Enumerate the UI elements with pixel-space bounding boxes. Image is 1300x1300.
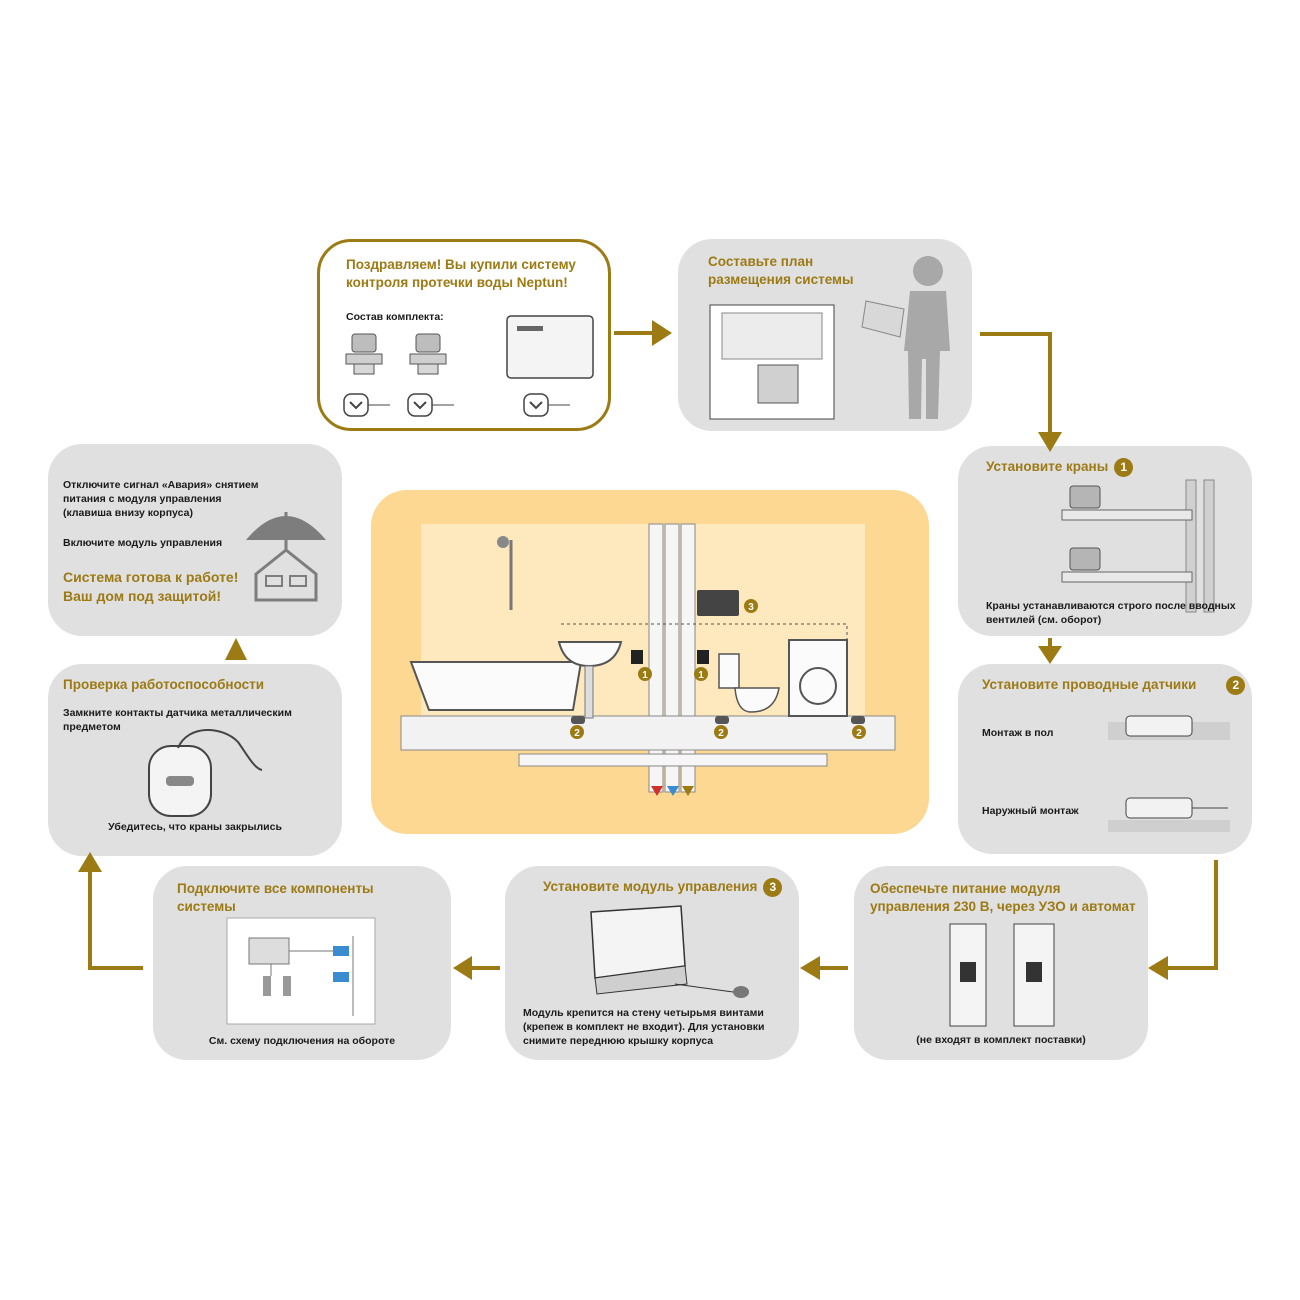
- module-step-number: 3: [763, 878, 783, 897]
- washing-machine-icon: [788, 639, 848, 717]
- module-note: Модуль крепится на стену четырьмя винтам…: [523, 1007, 765, 1047]
- valve-icon: [1061, 485, 1193, 521]
- bathroom-scene: 1 1 2 2 2 3: [371, 490, 929, 834]
- valves-title: Установите краны 1: [986, 458, 1134, 477]
- scene-label: 3: [748, 602, 754, 613]
- sensor-icon: [523, 393, 570, 417]
- module-title-text: Установите модуль управления: [543, 879, 758, 895]
- scene-valve: [631, 650, 709, 664]
- scene-label: 2: [574, 728, 580, 739]
- valve-icon: [409, 333, 447, 375]
- step-ready-card: Отключите сигнал «Авария» снятием питани…: [48, 444, 342, 636]
- scene-numbers: 1 1 2 2 2 3: [570, 599, 866, 739]
- sensors-illustration: [1108, 715, 1230, 832]
- circuit-breaker-icon: [1013, 923, 1055, 1027]
- toilet-icon: [718, 653, 780, 713]
- plan-illustration: [709, 256, 950, 420]
- shower-icon: [497, 536, 513, 610]
- control-module-icon: [697, 590, 739, 616]
- valves-title-text: Установите краны: [986, 459, 1109, 475]
- sensors-title-text: Установите проводные датчики: [982, 677, 1197, 693]
- step-connect-card: Подключите все компоненты системы См. сх…: [153, 866, 451, 1060]
- sensor-icon: [407, 393, 454, 417]
- ready-instruction-1: Отключите сигнал «Авария» снятием питани…: [63, 479, 259, 519]
- check-title: Проверка работоспособности: [63, 677, 265, 692]
- check-note: Убедитесь, что краны закрылись: [108, 821, 282, 833]
- module-title: Установите модуль управления 3: [543, 878, 783, 897]
- control-module-icon: [506, 315, 594, 379]
- scene-label: 2: [856, 728, 862, 739]
- sensors-step-number: 2: [1226, 676, 1246, 695]
- valves-step-number: 1: [1114, 458, 1134, 477]
- connect-note: См. схему подключения на обороте: [208, 1035, 396, 1047]
- bathtub-icon: [409, 661, 583, 711]
- kit-illustration: [343, 315, 594, 417]
- step-module-card: Установите модуль управления 3 Модуль кре…: [505, 866, 799, 1060]
- scene-sensor: [571, 716, 865, 724]
- scene-label: 1: [698, 670, 704, 681]
- step-plan-card: Составьте план размещения системы: [678, 239, 972, 431]
- step-check-card: Проверка работоспособности Замкните конт…: [48, 664, 342, 856]
- ready-final-message: Система готова к работе! Ваш дом под защ…: [63, 569, 239, 604]
- arrow-icon: [1148, 956, 1168, 980]
- floor-mount-label: Монтаж в пол: [982, 727, 1054, 739]
- valve-icon: [1061, 547, 1193, 583]
- control-module-icon: [590, 905, 688, 995]
- arrow-icon: [652, 320, 672, 346]
- power-illustration: [949, 923, 1055, 1027]
- valve-icon: [345, 333, 383, 375]
- wiring-scheme-thumbnail: [226, 917, 376, 1025]
- sensor-icon: [343, 393, 390, 417]
- arrow-icon: [225, 638, 247, 660]
- plan-sheet: [709, 304, 835, 420]
- sensor-icon: [1108, 797, 1230, 832]
- step-valves-card: Установите краны 1 Краны устанавливаются …: [958, 446, 1252, 636]
- module-illustration: [590, 905, 749, 998]
- ready-illustration: [246, 512, 326, 602]
- step-sensors-card: Установите проводные датчики 2 Монтаж в п…: [958, 664, 1252, 854]
- sensor-icon: [148, 729, 263, 817]
- kit-label: Состав комплекта:: [346, 311, 444, 323]
- person-reading-icon: [861, 256, 950, 419]
- power-note: (не входят в комплект поставки): [916, 1034, 1086, 1046]
- congrats-title: Поздравляем! Вы купили систему контроля …: [346, 257, 576, 290]
- sensors-title: Установите проводные датчики 2: [982, 676, 1246, 695]
- valves-illustration: [1061, 479, 1215, 613]
- sink-icon: [557, 641, 623, 719]
- plan-title: Составьте план размещения системы: [708, 254, 854, 287]
- arrow-icon: [1038, 646, 1062, 664]
- flow-arrows: [651, 786, 694, 796]
- surface-mount-label: Наружный монтаж: [982, 805, 1079, 817]
- bathroom-scene-illustration: 1 1 2 2 2 3: [400, 523, 896, 796]
- umbrella-house-icon: [246, 512, 326, 602]
- valves-note: Краны устанавливаются строго после вводн…: [986, 600, 1236, 626]
- ready-instruction-2: Включите модуль управления: [63, 537, 223, 549]
- arrow-icon: [800, 956, 820, 980]
- circuit-breaker-icon: [949, 923, 987, 1027]
- check-illustration: [148, 729, 263, 817]
- riser-pipes: [648, 523, 696, 793]
- sensor-icon: [1108, 715, 1230, 740]
- connect-title: Подключите все компоненты системы: [177, 881, 374, 914]
- scene-label: 1: [642, 670, 648, 681]
- step-congrats-card: Поздравляем! Вы купили систему контроля …: [317, 239, 611, 431]
- arrow-icon: [453, 956, 472, 980]
- power-title: Обеспечьте питание модуля управления 230…: [870, 881, 1136, 914]
- scene-label: 2: [718, 728, 724, 739]
- check-instruction: Замкните контакты датчика металлическим …: [63, 707, 292, 733]
- step-power-card: Обеспечьте питание модуля управления 230…: [854, 866, 1148, 1060]
